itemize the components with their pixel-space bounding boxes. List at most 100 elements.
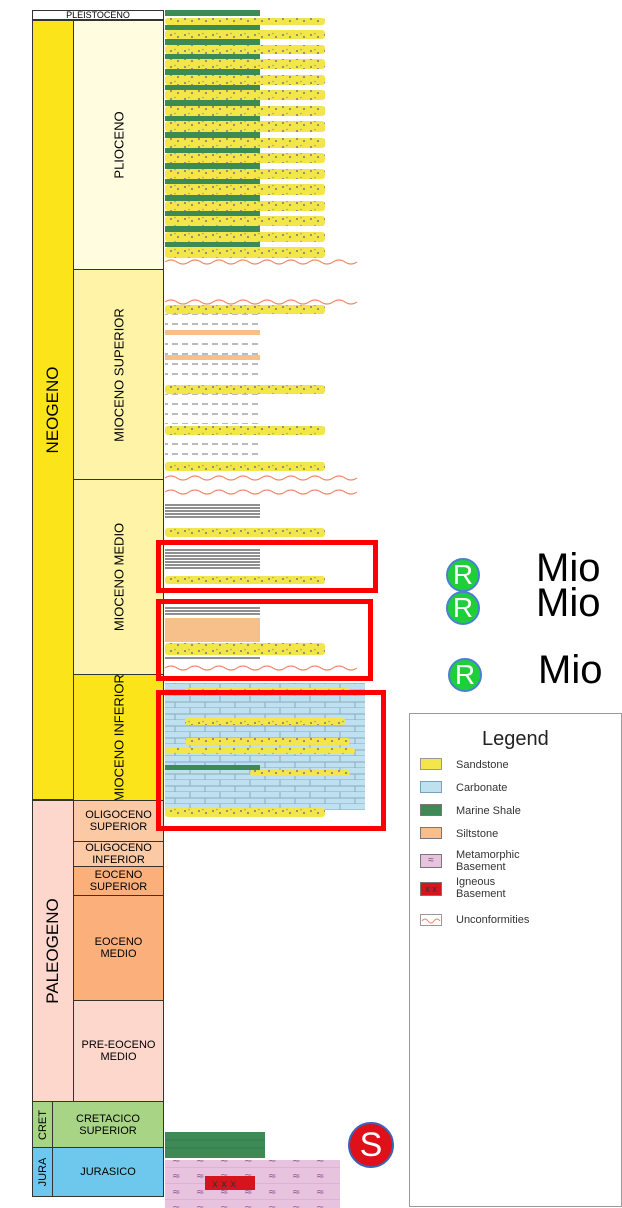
reservoir-label: Mio bbox=[536, 546, 601, 590]
oligoceno-inferior-line2: INFERIOR bbox=[92, 854, 145, 866]
sand-band bbox=[165, 59, 325, 69]
carbonate-block bbox=[165, 683, 365, 810]
sand-band bbox=[165, 75, 325, 85]
sand-band bbox=[165, 106, 325, 116]
pre-eoceno-medio-cell: PRE-EOCENO MEDIO bbox=[73, 1000, 164, 1102]
sand-band bbox=[165, 90, 325, 100]
jurasico-label: JURASICO bbox=[80, 1166, 136, 1178]
mioceno-medio-strata bbox=[164, 504, 358, 671]
cretacico-strata bbox=[165, 1132, 265, 1158]
cretacico-superior-line1: CRETACICO bbox=[76, 1112, 140, 1125]
oligoceno-superior-line2: SUPERIOR bbox=[89, 821, 148, 833]
pre-eoceno-medio-line2: MEDIO bbox=[100, 1051, 137, 1063]
svg-text:x x x: x x x bbox=[212, 1179, 236, 1190]
sand-band bbox=[165, 121, 325, 132]
sand-band bbox=[165, 462, 325, 471]
eoceno-superior-line1: EOCENO bbox=[94, 869, 143, 881]
cretacico-superior-line2: SUPERIOR bbox=[79, 1124, 137, 1137]
marine-shale-swatch bbox=[420, 804, 442, 816]
reservoir-badge: R bbox=[446, 591, 480, 625]
sand-band bbox=[165, 643, 325, 655]
sand-band bbox=[185, 718, 345, 725]
shale-band bbox=[165, 148, 260, 153]
legend-title: Legend bbox=[482, 728, 549, 750]
basement-strata: x x x bbox=[165, 1160, 340, 1208]
unconformity-swatch bbox=[420, 914, 442, 926]
silt-band bbox=[165, 355, 260, 360]
igneous-basement bbox=[205, 1176, 255, 1190]
legend-label: Sandstone bbox=[456, 759, 509, 771]
jurasico-cell: JURASICO bbox=[52, 1147, 164, 1197]
shale-band bbox=[165, 394, 260, 424]
sand-band bbox=[165, 247, 325, 258]
sand-band bbox=[165, 748, 355, 754]
oligoceno-superior-line1: OLIGOCENO bbox=[85, 809, 152, 821]
legend-label: Siltstone bbox=[456, 828, 499, 840]
reservoir-highlight-box bbox=[156, 690, 386, 831]
shale-band bbox=[165, 39, 260, 45]
sand-band bbox=[165, 201, 325, 211]
mioceno-medio-cell: MIOCENO MEDIO bbox=[73, 479, 164, 675]
shale-band bbox=[165, 25, 260, 30]
mioceno-superior-cell: MIOCENO SUPERIOR bbox=[73, 269, 164, 480]
sandstone-swatch bbox=[420, 758, 442, 770]
sand-band bbox=[250, 770, 350, 776]
legend-label: Carbonate bbox=[456, 782, 508, 794]
shale-band bbox=[165, 1132, 265, 1158]
shale-band bbox=[165, 179, 260, 184]
legend-label: Unconformities bbox=[456, 914, 530, 926]
unconformity-line bbox=[164, 259, 358, 265]
sand-band bbox=[165, 385, 325, 394]
shale-band bbox=[165, 226, 260, 232]
reservoir-highlight-box bbox=[156, 599, 373, 681]
legend-label: Marine Shale bbox=[456, 805, 521, 817]
sand-band bbox=[165, 30, 325, 39]
reservoir-badge: R bbox=[446, 558, 480, 592]
siltstone-swatch bbox=[420, 827, 442, 839]
reservoir-label: Mio bbox=[536, 581, 601, 625]
sand-band bbox=[165, 576, 325, 584]
shale-band bbox=[165, 360, 260, 382]
sand-band bbox=[165, 216, 325, 226]
shale-band bbox=[165, 69, 260, 75]
sand-band bbox=[165, 45, 325, 54]
eoceno-superior-cell: EOCENO SUPERIOR bbox=[73, 866, 164, 896]
shale-band bbox=[165, 116, 260, 121]
shale-band bbox=[165, 195, 260, 201]
pre-eoceno-medio-line1: PRE-EOCENO bbox=[81, 1039, 156, 1051]
shale-band bbox=[165, 100, 260, 106]
oligoceno-superior-cell: OLIGOCENO SUPERIOR bbox=[73, 800, 164, 842]
pleistoceno-label: PLEISTOCENO bbox=[66, 10, 130, 20]
pleistoceno-cell: PLEISTOCENO bbox=[32, 10, 164, 20]
sand-band bbox=[165, 169, 325, 179]
reservoir-highlight-box bbox=[156, 540, 378, 593]
shale-band bbox=[165, 54, 260, 59]
mioceno-inferior-cell: MIOCENO INFERIOR bbox=[73, 674, 164, 801]
plioceno-strata bbox=[164, 10, 358, 265]
sand-band bbox=[165, 232, 325, 242]
sand-band bbox=[185, 738, 350, 745]
eoceno-medio-line2: MEDIO bbox=[100, 948, 137, 960]
shale-band bbox=[165, 435, 260, 461]
silt-band bbox=[165, 618, 260, 642]
source-rock-badge: S bbox=[348, 1122, 394, 1168]
legend-label: Metamorphic Basement bbox=[456, 849, 520, 873]
legend-panel: Legend Sandstone Carbonate Marine Shale … bbox=[409, 713, 622, 1207]
shale-band bbox=[165, 242, 260, 247]
sand-band bbox=[165, 184, 325, 195]
shale-band bbox=[165, 132, 260, 138]
shale-band bbox=[165, 314, 260, 330]
reservoir-label: Mio bbox=[538, 648, 603, 692]
oligoceno-inferior-line1: OLIGOCENO bbox=[85, 842, 152, 854]
sand-band bbox=[165, 528, 325, 537]
igneous-basement-swatch: x x bbox=[420, 882, 442, 896]
legend-label: Igneous Basement bbox=[456, 876, 506, 900]
sand-band bbox=[165, 808, 325, 817]
sand-band bbox=[165, 305, 325, 314]
shale-band bbox=[165, 163, 260, 169]
sand-band bbox=[165, 138, 325, 148]
sand-band bbox=[165, 18, 325, 25]
eoceno-superior-line2: SUPERIOR bbox=[89, 881, 148, 893]
sand-band bbox=[165, 426, 325, 435]
